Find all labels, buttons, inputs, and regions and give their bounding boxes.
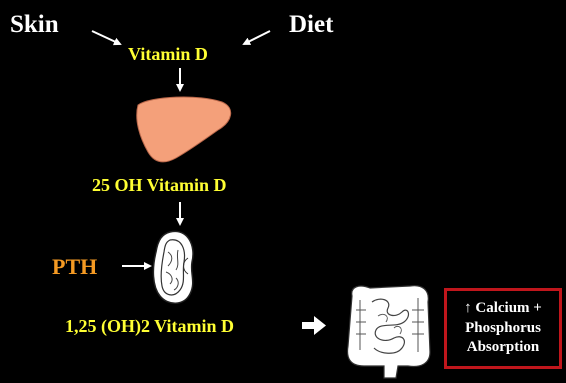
label-pth: PTH	[52, 256, 97, 278]
liver-icon	[137, 97, 231, 162]
label-25-oh-vitamin-d: 25 OH Vitamin D	[92, 176, 227, 194]
arrow-skin-to-vitamin-d	[92, 31, 120, 44]
intestine-icon	[348, 286, 430, 378]
result-absorption: Absorption	[447, 338, 559, 358]
result-line-1: ↑ Calcium +	[447, 299, 559, 319]
kidney-icon	[153, 231, 193, 303]
arrow-dihydroxy-to-intestine	[302, 316, 326, 335]
up-arrow-icon: ↑	[464, 300, 472, 316]
source-diet: Diet	[289, 12, 333, 37]
label-1-25-oh2-vitamin-d: 1,25 (OH)2 Vitamin D	[65, 317, 234, 335]
source-skin: Skin	[10, 12, 59, 37]
arrow-diet-to-vitamin-d	[244, 31, 270, 44]
result-box: ↑ Calcium + Phosphorus Absorption	[444, 288, 562, 369]
result-phosphorus: Phosphorus	[447, 319, 559, 339]
result-calcium: Calcium +	[475, 300, 541, 316]
label-vitamin-d: Vitamin D	[128, 45, 208, 63]
